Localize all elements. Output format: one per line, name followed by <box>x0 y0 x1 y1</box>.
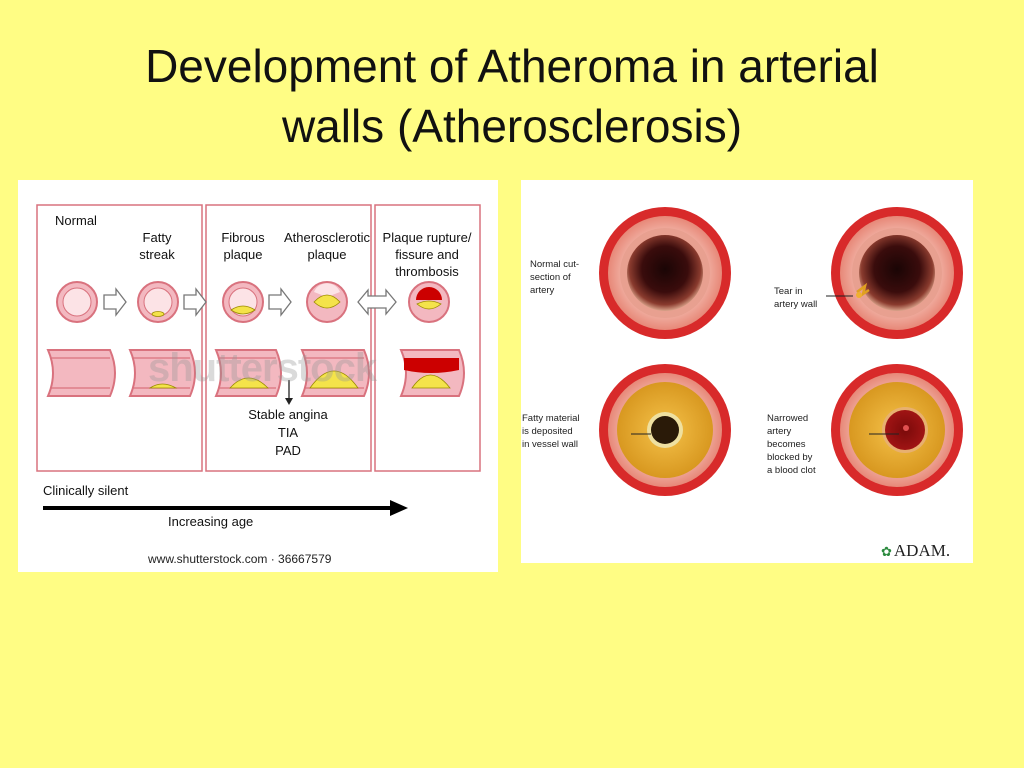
fatty-deposit-cross-section <box>599 364 731 496</box>
normal-cross-section <box>56 281 98 323</box>
cross-sections-illustration <box>599 207 963 496</box>
fatty-streak-longitudinal-vessel <box>128 349 196 397</box>
adam-logo-text: ADAM. <box>893 541 951 560</box>
title-line-1: Development of Atheroma in arterial <box>145 40 879 92</box>
stage-label-fatty-streak: Fatty streak <box>102 212 212 263</box>
down-arrow-icon <box>285 380 293 405</box>
stage-label-text: Normal <box>55 213 97 228</box>
stage-label-text: Fatty streak <box>139 230 175 262</box>
double-arrow-icon <box>357 288 397 316</box>
rupture-cross-section <box>408 281 450 323</box>
clinical-outcomes: Stable angina TIA PAD <box>233 406 343 460</box>
fibrous-plaque-longitudinal-vessel <box>214 349 282 397</box>
stage-box-early <box>36 204 203 472</box>
stage-box-plaque <box>205 204 372 472</box>
stage-box-rupture <box>374 204 481 472</box>
stage-label-atherosclerotic-plaque: Atherosclerotic plaque <box>272 212 382 263</box>
increasing-age-label: Increasing age <box>168 514 254 529</box>
clinically-silent-label: Clinically silent <box>43 483 129 498</box>
callout-tear: Tear in artery wall <box>774 286 818 310</box>
blocked-artery-cross-section <box>831 364 963 496</box>
arrow-icon <box>268 287 292 317</box>
normal-longitudinal-vessel <box>46 349 116 397</box>
adam-leaf-icon: ✿ <box>881 544 892 559</box>
stage-label-text: Plaque rupture/ fissure and thrombosis <box>382 230 472 279</box>
atheroma-stages-diagram: Normal Fatty streak Fibrous plaque Ather… <box>18 180 498 572</box>
title-line-2: walls (Atherosclerosis) <box>281 100 743 152</box>
adam-logo: ✿ADAM. <box>881 541 950 561</box>
fibrous-plaque-cross-section <box>222 281 264 323</box>
stage-label-plaque-rupture: Plaque rupture/ fissure and thrombosis <box>372 212 482 280</box>
stage-label-text: Fibrous plaque <box>221 230 265 262</box>
torn-artery-cross-section <box>831 207 963 339</box>
fatty-streak-cross-section <box>137 281 179 323</box>
callout-normal: Normal cut- section of artery <box>530 259 580 296</box>
stage-label-fibrous-plaque: Fibrous plaque <box>188 212 298 263</box>
arrow-icon <box>103 287 127 317</box>
image-credit: www.shutterstock.com · 36667579 <box>148 552 332 566</box>
normal-artery-cross-section <box>599 207 731 339</box>
stages-illustration <box>36 204 481 516</box>
stage-label-text: Atherosclerotic plaque <box>284 230 370 262</box>
increasing-age-arrow <box>43 500 408 516</box>
watermark: shutterstock <box>148 346 377 390</box>
arrow-icon <box>183 287 207 317</box>
atherosclerotic-plaque-cross-section <box>306 281 348 323</box>
artery-cross-sections-diagram: Normal cut- section of artery Tear in ar… <box>521 180 973 563</box>
callout-fatty-material: Fatty material is deposited in vessel wa… <box>522 413 580 450</box>
slide-title: Development of Atheroma in arterial wall… <box>40 36 984 156</box>
atherosclerotic-plaque-longitudinal-vessel <box>300 349 370 397</box>
outcome-pad: PAD <box>275 443 301 458</box>
outcome-tia: TIA <box>277 425 299 440</box>
stage-label-normal: Normal <box>21 212 131 229</box>
callout-blood-clot: Narrowed artery becomes blocked by a blo… <box>767 413 816 476</box>
rupture-longitudinal-vessel <box>399 349 465 397</box>
outcome-stable-angina: Stable angina <box>248 407 328 422</box>
